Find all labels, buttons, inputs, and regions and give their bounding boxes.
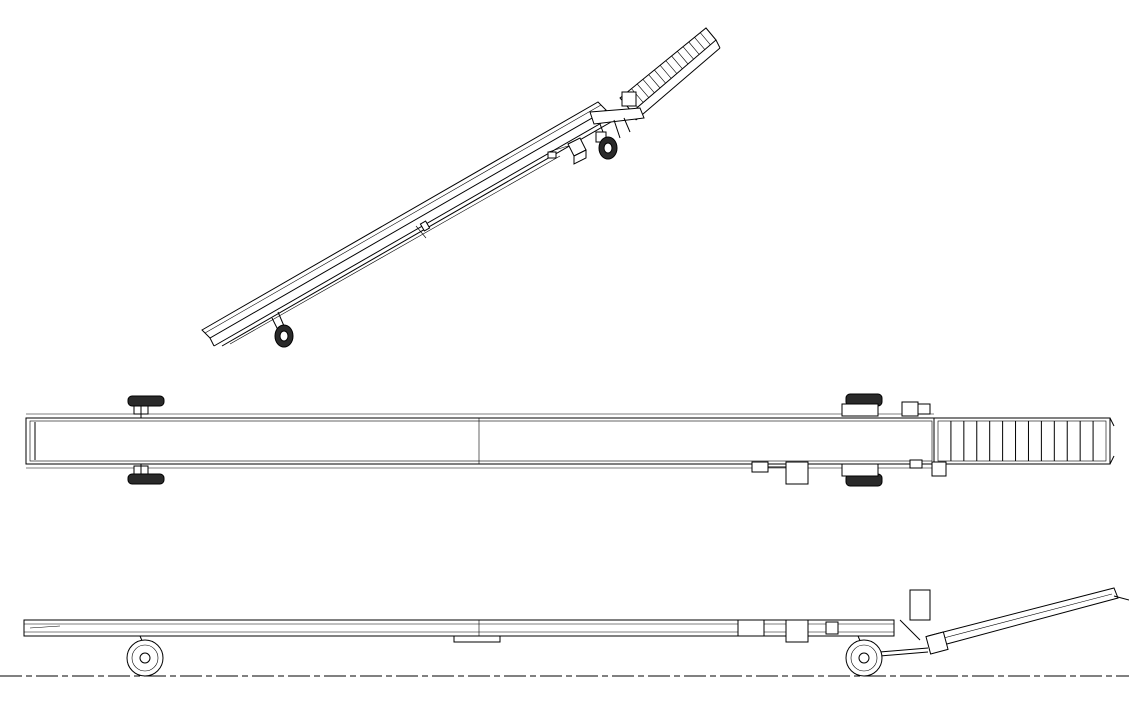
side-left-wheel — [126, 635, 164, 677]
iso-cleat — [642, 79, 655, 93]
top-conveyor-frame — [25, 413, 935, 469]
iso-drive-assembly — [589, 107, 645, 143]
side-upright-bracket — [899, 589, 931, 641]
side-view — [0, 587, 1129, 677]
top-cleats — [950, 421, 1094, 461]
iso-cleat — [648, 74, 661, 89]
iso-rear-wheel — [598, 136, 618, 160]
isometric-view — [201, 27, 721, 348]
side-incline-arm — [925, 587, 1129, 655]
iso-cleat — [694, 37, 706, 50]
iso-cleat — [659, 65, 672, 79]
top-left-wheels — [127, 395, 165, 485]
top-cleated-section — [933, 417, 1115, 465]
iso-cleat — [636, 83, 650, 98]
iso-conveyor-frame — [201, 101, 619, 347]
side-drive-components — [737, 619, 929, 657]
top-view — [25, 393, 1115, 487]
iso-front-wheel — [271, 311, 294, 348]
top-gearbox-lower — [751, 459, 947, 485]
iso-cleat — [631, 88, 644, 103]
top-right-wheels — [841, 393, 883, 487]
iso-cleat — [665, 60, 678, 74]
iso-cleat — [682, 46, 694, 60]
iso-cleat — [688, 41, 700, 55]
side-right-wheel — [845, 635, 883, 677]
iso-cleat — [671, 55, 683, 69]
side-conveyor-frame — [23, 619, 895, 643]
iso-cleat — [654, 69, 666, 84]
iso-cleat — [677, 51, 689, 65]
iso-motor — [547, 137, 587, 165]
iso-cleat — [700, 32, 711, 45]
top-motor-upper — [901, 401, 931, 417]
iso-incline-section — [619, 27, 721, 121]
